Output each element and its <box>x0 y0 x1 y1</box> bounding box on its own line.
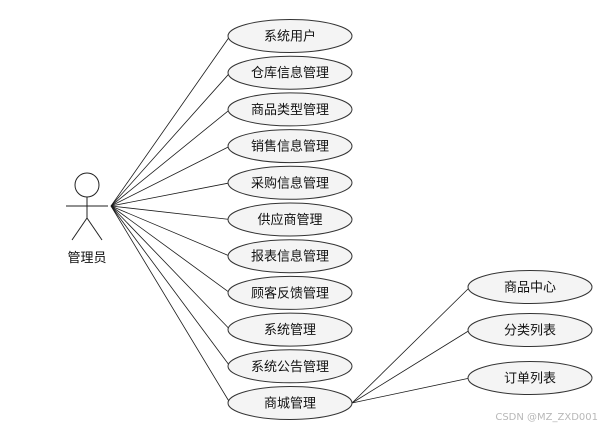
use-case-label: 供应商管理 <box>257 212 322 228</box>
association-line <box>110 109 231 207</box>
use-case-node: 商品类型管理 <box>227 92 353 127</box>
use-case-node: 采购信息管理 <box>227 165 353 200</box>
use-case-node: 顾客反馈管理 <box>227 275 353 310</box>
use-case-node: 供应商管理 <box>227 202 353 237</box>
use-case-ellipse <box>227 129 353 164</box>
use-case-node: 销售信息管理 <box>227 129 353 164</box>
use-case-label: 商品类型管理 <box>251 103 329 118</box>
use-case-ellipse <box>227 239 353 274</box>
association-line <box>110 205 231 294</box>
use-case-label: 分类列表 <box>504 324 556 339</box>
association-line <box>110 35 231 207</box>
watermark: CSDN @MZ_ZXD001 <box>495 412 598 423</box>
actor-leg-right <box>86 217 103 241</box>
use-case-label: 系统公告管理 <box>251 360 329 375</box>
association-line <box>110 72 231 207</box>
use-case-ellipse <box>467 270 593 304</box>
use-case-node: 报表信息管理 <box>227 239 353 274</box>
use-case-label: 销售信息管理 <box>251 139 329 155</box>
mall-child-node: 商品中心 <box>467 270 593 304</box>
association-line <box>110 205 231 330</box>
association-lines <box>110 35 471 404</box>
use-case-ellipse <box>467 361 593 395</box>
association-line <box>351 377 471 404</box>
association-line <box>110 205 231 220</box>
association-line <box>110 205 231 404</box>
use-case-node: 系统管理 <box>227 312 353 347</box>
mall-child-node: 订单列表 <box>467 361 593 395</box>
use-case-label: 系统用户 <box>264 29 316 45</box>
actor-label: 管理员 <box>67 251 106 266</box>
association-line <box>110 182 231 207</box>
use-case-ellipse <box>227 275 353 310</box>
use-case-label: 顾客反馈管理 <box>251 285 329 301</box>
use-case-ellipse <box>227 165 353 200</box>
actor-head <box>74 172 100 198</box>
mall-child-node: 分类列表 <box>467 313 593 347</box>
use-case-ellipse <box>227 386 353 420</box>
use-case-label: 商城管理 <box>264 397 316 412</box>
use-case-ellipse <box>227 92 353 127</box>
actor-admin: 管理员 <box>66 172 108 266</box>
use-case-label: 商品中心 <box>504 281 556 296</box>
association-line <box>351 329 471 404</box>
use-case-node: 系统公告管理 <box>227 349 353 384</box>
use-case-label: 订单列表 <box>504 372 556 387</box>
association-line <box>351 286 471 404</box>
use-case-node: 仓库信息管理 <box>227 55 353 90</box>
use-case-label: 系统管理 <box>264 323 316 338</box>
use-case-label: 仓库信息管理 <box>251 65 329 81</box>
use-case-ellipse <box>227 349 353 384</box>
use-case-label: 报表信息管理 <box>251 249 329 265</box>
use-case-ellipse <box>227 19 353 53</box>
use-case-ellipse <box>227 312 353 347</box>
use-case-ellipse <box>467 313 593 347</box>
use-case-ellipse <box>227 202 353 237</box>
association-line <box>110 205 231 257</box>
function-nodes: 系统用户仓库信息管理商品类型管理销售信息管理采购信息管理供应商管理报表信息管理顾… <box>227 19 353 420</box>
use-case-node: 系统用户 <box>227 19 353 53</box>
use-case-ellipse <box>227 55 353 90</box>
actor-leg-left <box>71 217 88 241</box>
use-case-label: 采购信息管理 <box>251 175 329 191</box>
association-line <box>110 205 231 367</box>
association-line <box>110 145 231 207</box>
use-case-node: 商城管理 <box>227 386 353 420</box>
